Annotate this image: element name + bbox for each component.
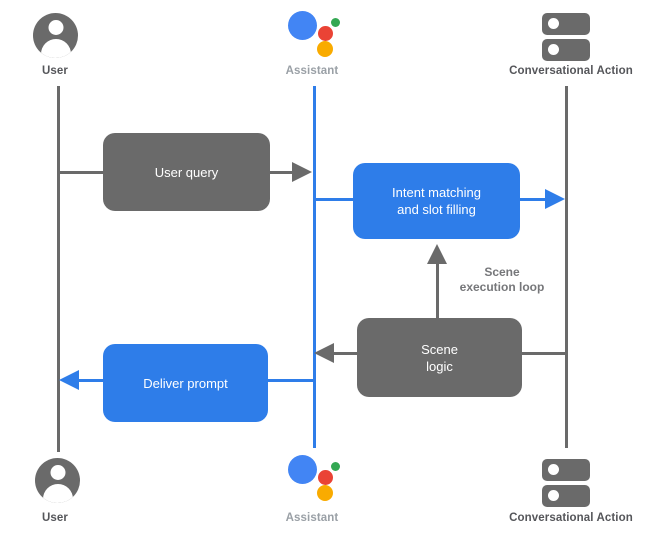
user-lifeline — [57, 86, 60, 452]
assistant-red-circle — [318, 470, 333, 485]
scene-execution-loop-line1: Scene — [484, 265, 520, 279]
conversational-action-label-top: Conversational Action — [509, 65, 633, 77]
user-query-box: User query — [103, 133, 270, 211]
server-led — [548, 490, 559, 501]
server-stack-icon — [542, 459, 590, 507]
user-icon-head — [48, 20, 63, 35]
assistant-blue-circle — [288, 455, 317, 484]
deliver-prompt-box: Deliver prompt — [103, 344, 268, 422]
assistant-lifeline — [312, 86, 316, 448]
intent-matching-box-line1: Intent matching — [392, 185, 481, 200]
assistant-red-circle — [318, 26, 333, 41]
assistant-green-dot — [331, 18, 340, 27]
user-icon-torso — [42, 484, 73, 503]
scene-logic-box: Scene logic — [357, 318, 522, 397]
server-tray — [542, 13, 590, 35]
user-icon-head — [50, 465, 65, 480]
assistant-blue-circle — [288, 11, 317, 40]
scene-loop-arrow-line — [435, 262, 439, 319]
server-tray — [542, 459, 590, 481]
scene-logic-arrowhead — [314, 343, 334, 363]
user-label-bottom: User — [42, 512, 68, 524]
user-query-arrowhead — [292, 162, 312, 182]
assistant-orange-circle — [317, 485, 333, 501]
user-icon — [35, 458, 80, 503]
assistant-green-dot — [331, 462, 340, 471]
server-led — [548, 18, 559, 29]
google-assistant-icon — [283, 452, 343, 502]
conversational-action-label-bottom: Conversational Action — [509, 512, 633, 524]
conversational-action-lifeline — [564, 86, 568, 448]
server-stack-icon — [542, 13, 590, 61]
assistant-label-top: Assistant — [285, 65, 339, 77]
scene-loop-arrowhead — [427, 244, 447, 264]
user-query-box-label: User query — [154, 164, 219, 180]
intent-matching-box: Intent matching and slot filling — [353, 163, 520, 239]
intent-output-arrow-line — [520, 197, 546, 201]
user-icon-torso — [40, 39, 71, 58]
intent-input-arrow-line — [314, 197, 354, 201]
deliver-prompt-arrowhead — [59, 370, 79, 390]
google-assistant-icon — [283, 8, 343, 58]
scene-execution-loop-line2: execution loop — [459, 280, 545, 294]
assistant-label-bottom: Assistant — [285, 512, 339, 524]
user-label-top: User — [42, 65, 68, 77]
server-tray — [542, 485, 590, 507]
server-led — [548, 44, 559, 55]
scene-execution-loop-label: Scene execution loop — [432, 265, 572, 295]
assistant-orange-circle — [317, 41, 333, 57]
intent-output-arrowhead — [545, 189, 565, 209]
scene-logic-box-line2: logic — [426, 358, 453, 374]
intent-matching-box-line2: and slot filling — [397, 202, 476, 217]
deliver-prompt-box-label: Deliver prompt — [143, 375, 228, 391]
user-icon — [33, 13, 78, 58]
server-led — [548, 464, 559, 475]
server-tray — [542, 39, 590, 61]
scene-logic-box-line1: Scene — [421, 341, 458, 357]
